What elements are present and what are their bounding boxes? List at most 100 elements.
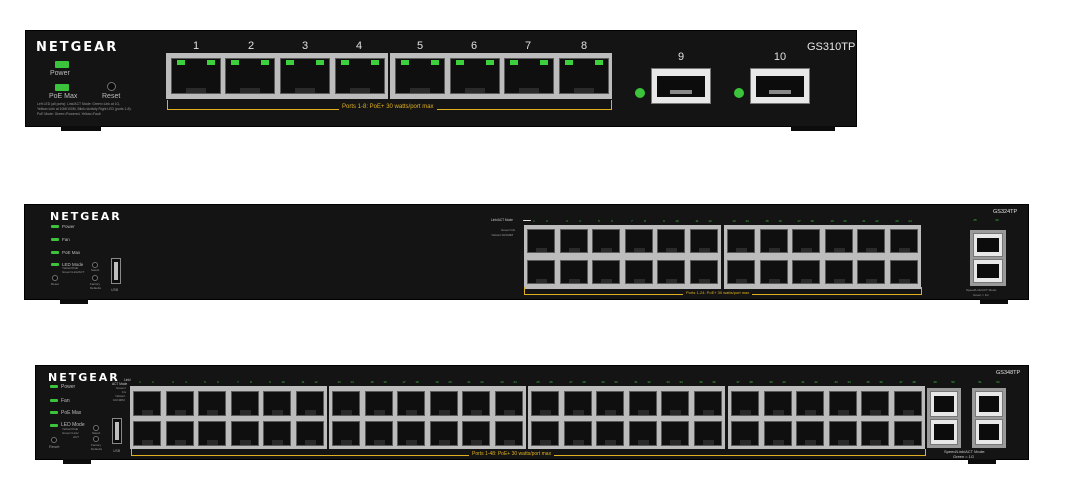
rj45-port[interactable] <box>596 391 624 416</box>
rj45-port[interactable] <box>166 391 194 416</box>
rj45-port[interactable] <box>694 391 722 416</box>
rj45-port[interactable] <box>894 391 922 416</box>
sfp-port[interactable] <box>930 419 958 445</box>
rj45-port[interactable] <box>559 58 609 94</box>
rj45-port[interactable] <box>625 229 653 253</box>
rj45-port[interactable] <box>596 421 624 446</box>
rj45-port[interactable] <box>504 58 554 94</box>
reset-button[interactable] <box>52 275 58 281</box>
rj45-port[interactable] <box>690 229 718 253</box>
rj45-port[interactable] <box>592 260 620 284</box>
rj45-port[interactable] <box>495 391 523 416</box>
rj45-port[interactable] <box>861 391 889 416</box>
rj45-port[interactable] <box>560 229 588 253</box>
rj45-port[interactable] <box>727 229 755 253</box>
sfp-port[interactable] <box>750 68 810 104</box>
select-button[interactable] <box>92 262 98 268</box>
rj45-port[interactable] <box>861 421 889 446</box>
rj45-port[interactable] <box>661 391 689 416</box>
sfp-port[interactable] <box>975 391 1003 417</box>
reset-button[interactable] <box>107 82 116 91</box>
rj45-port[interactable] <box>335 58 385 94</box>
rj45-port[interactable] <box>564 391 592 416</box>
rj45-port[interactable] <box>166 421 194 446</box>
rj45-port[interactable] <box>894 421 922 446</box>
rj45-port[interactable] <box>395 58 445 94</box>
sfp-port[interactable] <box>930 391 958 417</box>
sfp-port[interactable] <box>973 259 1003 283</box>
rj45-port[interactable] <box>727 260 755 284</box>
rj45-port[interactable] <box>661 421 689 446</box>
rj45-port[interactable] <box>171 58 221 94</box>
rj45-port[interactable] <box>397 391 425 416</box>
sfp-port[interactable] <box>651 68 711 104</box>
usb-port[interactable] <box>111 258 121 284</box>
rj45-port[interactable] <box>560 260 588 284</box>
usb-port[interactable] <box>112 418 122 444</box>
rj45-port[interactable] <box>629 391 657 416</box>
factory-defaults-button[interactable] <box>93 436 99 442</box>
rj45-port[interactable] <box>133 391 161 416</box>
rj45-port[interactable] <box>792 260 820 284</box>
rj45-port[interactable] <box>263 391 291 416</box>
rj45-port[interactable] <box>231 391 259 416</box>
rj45-port[interactable] <box>657 260 685 284</box>
rj45-port[interactable] <box>332 391 360 416</box>
rj45-port[interactable] <box>731 391 759 416</box>
rj45-port[interactable] <box>296 421 324 446</box>
rj45-port[interactable] <box>657 229 685 253</box>
rj45-port[interactable] <box>764 391 792 416</box>
rj45-port[interactable] <box>760 260 788 284</box>
rj45-port[interactable] <box>133 421 161 446</box>
rj45-port[interactable] <box>263 421 291 446</box>
rj45-port[interactable] <box>462 391 490 416</box>
rj45-port[interactable] <box>462 421 490 446</box>
select-button[interactable] <box>93 425 99 431</box>
rj45-port[interactable] <box>890 260 918 284</box>
rj45-port[interactable] <box>796 391 824 416</box>
rj45-port[interactable] <box>531 391 559 416</box>
rj45-port[interactable] <box>825 229 853 253</box>
reset-button[interactable] <box>51 437 57 443</box>
rj45-port[interactable] <box>495 421 523 446</box>
port-number: 7 <box>524 40 532 52</box>
rj45-port[interactable] <box>857 229 885 253</box>
rj45-port[interactable] <box>690 260 718 284</box>
rj45-port[interactable] <box>694 421 722 446</box>
rj45-port[interactable] <box>792 229 820 253</box>
rj45-port[interactable] <box>450 58 500 94</box>
rj45-port[interactable] <box>829 391 857 416</box>
rj45-port[interactable] <box>764 421 792 446</box>
rj45-port[interactable] <box>397 421 425 446</box>
rj45-port[interactable] <box>280 58 330 94</box>
rj45-port[interactable] <box>890 229 918 253</box>
rj45-port[interactable] <box>825 260 853 284</box>
rj45-port[interactable] <box>796 421 824 446</box>
rj45-port[interactable] <box>225 58 275 94</box>
rj45-port[interactable] <box>198 391 226 416</box>
factory-defaults-button[interactable] <box>92 275 98 281</box>
rj45-port[interactable] <box>531 421 559 446</box>
rj45-port[interactable] <box>430 421 458 446</box>
sfp-port[interactable] <box>973 233 1003 257</box>
rj45-port[interactable] <box>564 421 592 446</box>
rj45-port[interactable] <box>731 421 759 446</box>
sfp-port[interactable] <box>975 419 1003 445</box>
rj45-port[interactable] <box>629 421 657 446</box>
rj45-port[interactable] <box>296 391 324 416</box>
rj45-port[interactable] <box>592 229 620 253</box>
port-number: 18 <box>810 219 814 223</box>
rj45-port[interactable] <box>829 421 857 446</box>
rj45-port[interactable] <box>198 421 226 446</box>
rj45-port[interactable] <box>231 421 259 446</box>
port-number: 37 <box>736 380 740 384</box>
rj45-port[interactable] <box>332 421 360 446</box>
rj45-port[interactable] <box>625 260 653 284</box>
rj45-port[interactable] <box>527 260 555 284</box>
rj45-port[interactable] <box>527 229 555 253</box>
rj45-port[interactable] <box>857 260 885 284</box>
rj45-port[interactable] <box>365 421 393 446</box>
rj45-port[interactable] <box>760 229 788 253</box>
rj45-port[interactable] <box>430 391 458 416</box>
rj45-port[interactable] <box>365 391 393 416</box>
